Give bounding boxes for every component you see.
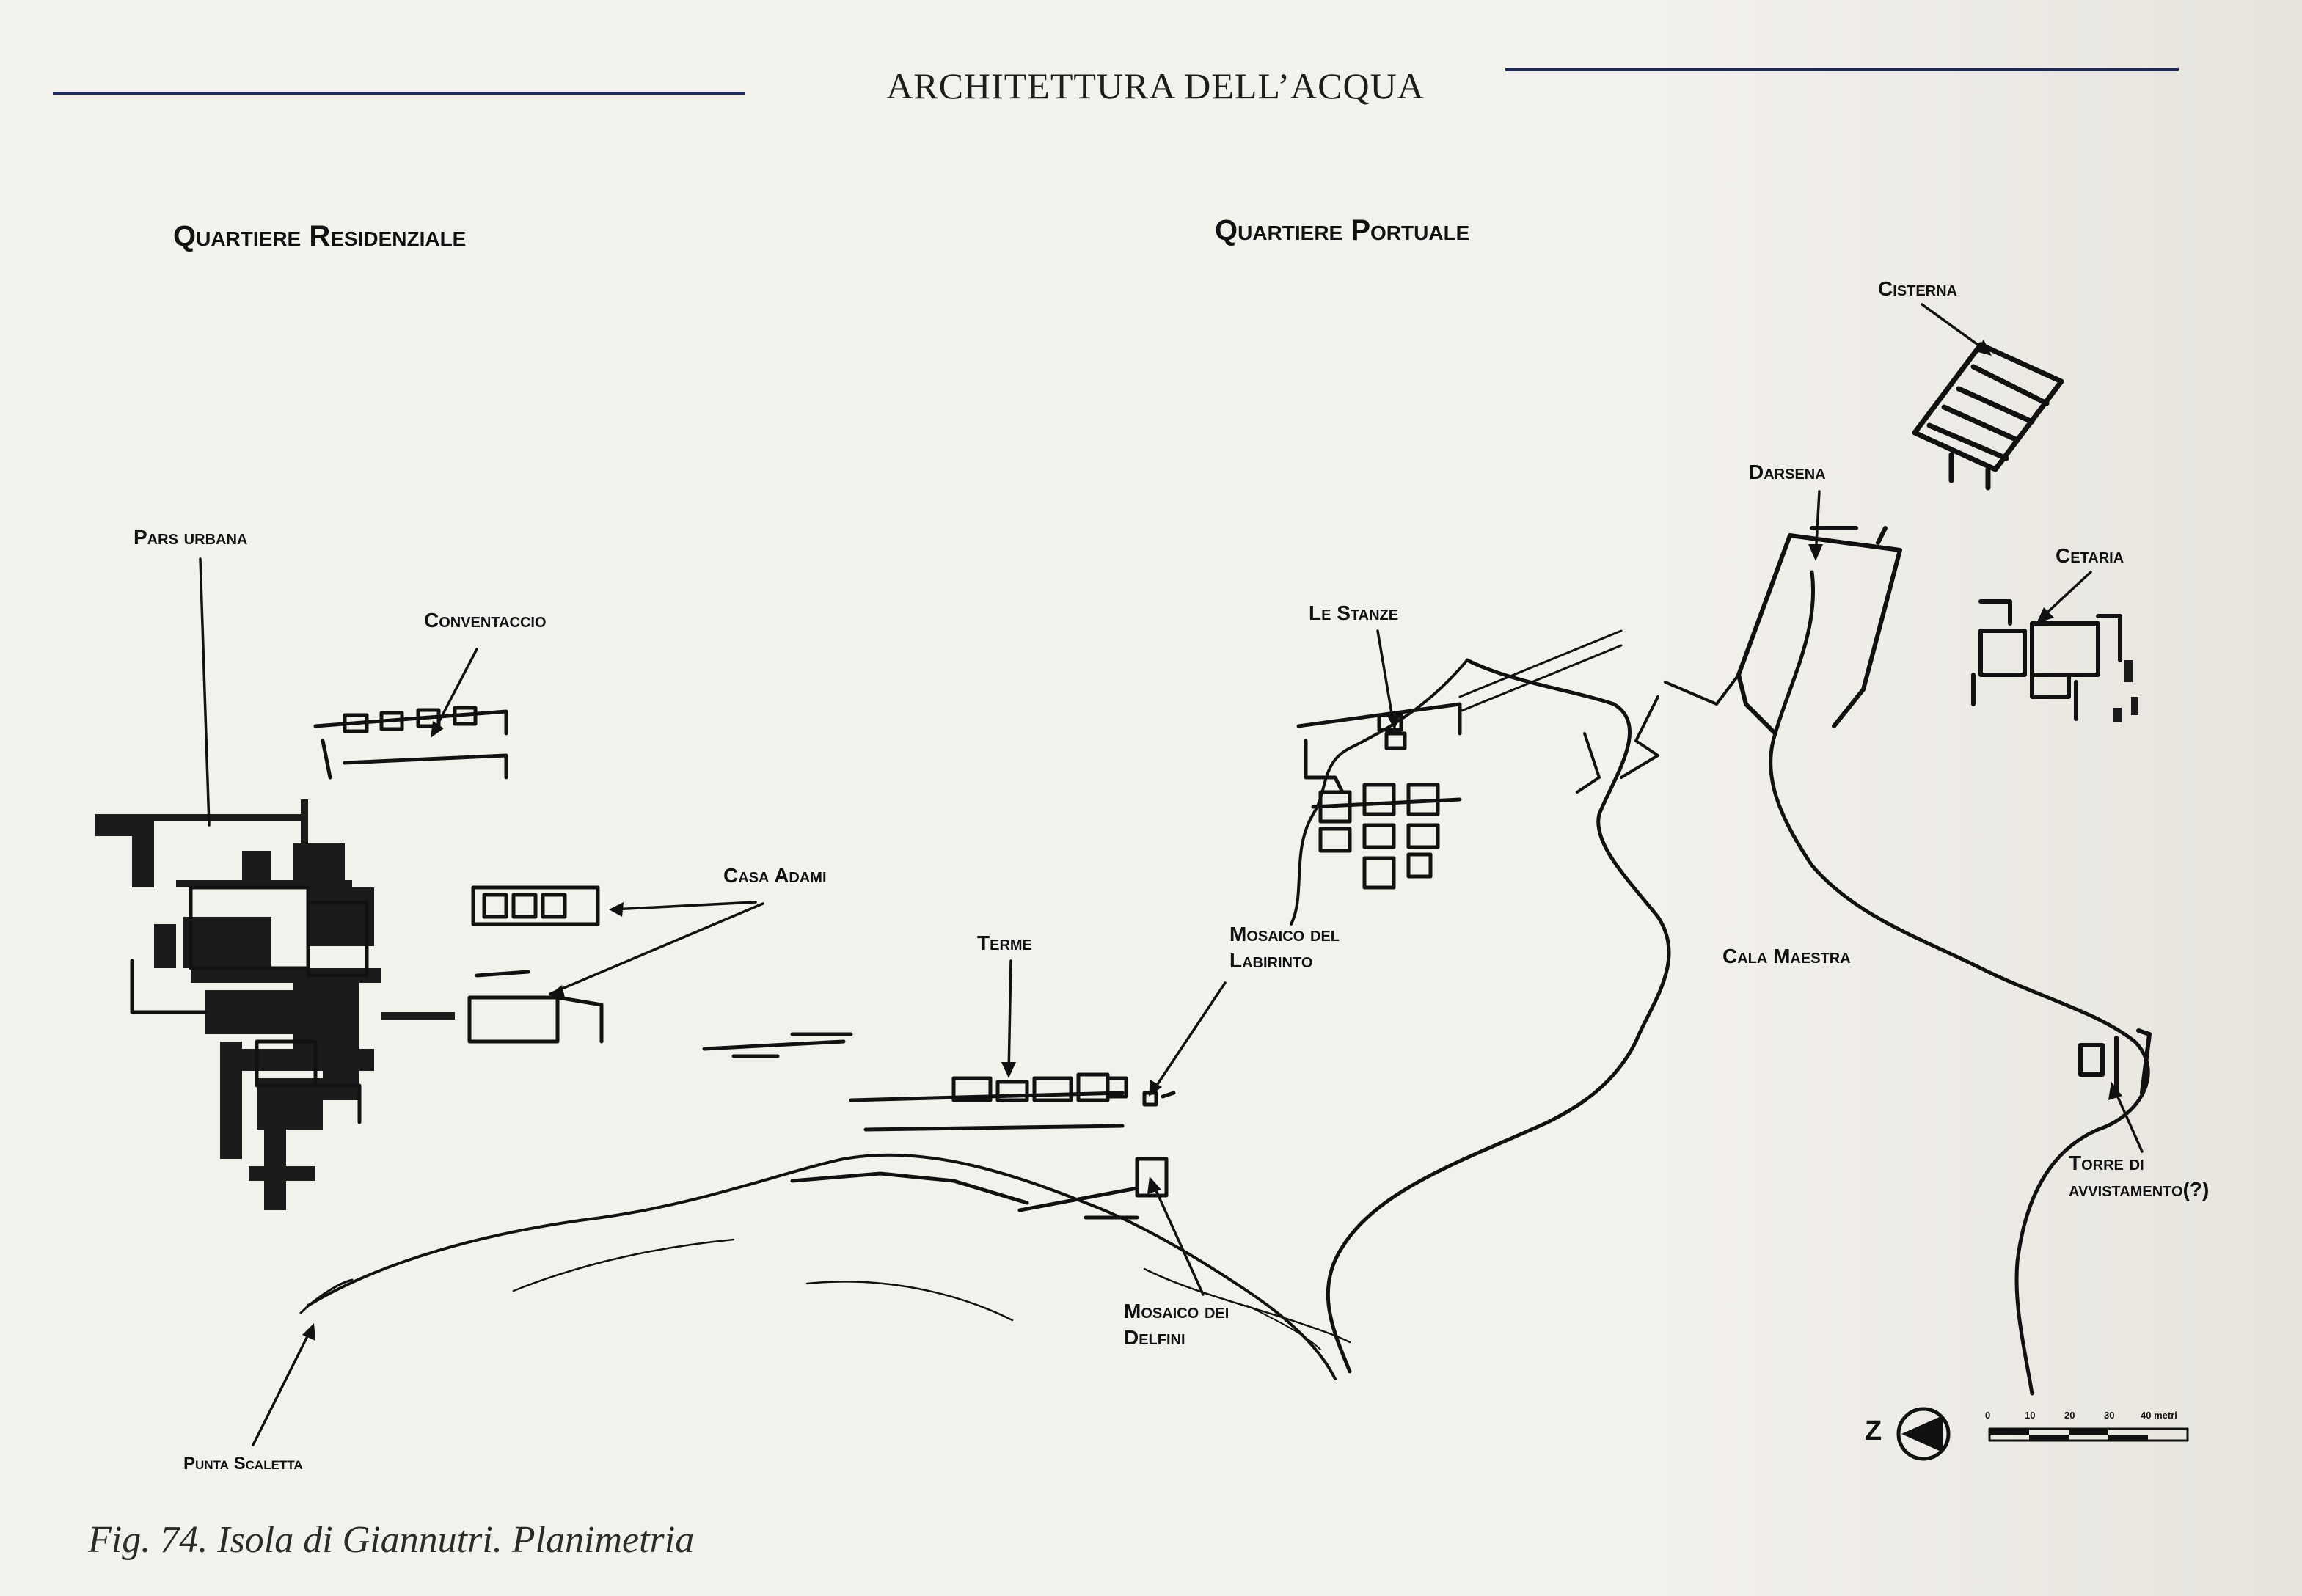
coastline-south [307,1153,1337,1380]
cetaria-plan [1971,599,2122,721]
leader-casa-adami-1 [611,901,757,911]
label-casa-adami: Casa Adami [723,864,827,887]
coastline-delfini [1143,1267,1351,1344]
leader-casa-adami-2 [549,902,764,995]
arrow-conventaccio [431,721,444,738]
arrow-cetaria [2036,607,2054,623]
label-mosaico-delfini: Mosaico dei Delfini [1124,1298,1229,1351]
scale-tick-40: 40 metri [2141,1410,2177,1421]
conventaccio-plan [313,706,508,780]
coastline-bay [1769,570,2150,1396]
terme-plan [849,1072,1176,1132]
leader-pars-urbana [199,557,211,827]
section-quartiere-residenziale: Quartiere Residenziale [173,220,467,252]
header-rule-left [53,92,745,95]
arrow-darsena [1808,544,1823,561]
leader-mosaico-labirinto [1150,981,1227,1094]
arrow-terme [1001,1062,1016,1078]
scale-tick-30: 30 [2104,1410,2115,1421]
label-darsena: Darsena [1749,461,1826,483]
casa-adami-plan [467,885,853,1058]
scale-bar-segment-3 [2029,1435,2069,1441]
label-cisterna: Cisterna [1878,277,1958,300]
cisterna-plan [1912,342,2064,491]
label-mosaico-labirinto-line-1: Mosaico del [1229,923,1340,945]
page-shadow [1642,0,2302,1596]
compass-needle [1901,1416,1943,1452]
label-pars-urbana: Pars urbana [134,526,248,549]
arrow-punta-scaletta [302,1323,315,1341]
label-torre-line-1: Torre di [2069,1152,2144,1174]
leader-cisterna [1921,303,1989,354]
scale-bar [1988,1427,2189,1442]
label-conventaccio: Conventaccio [424,609,547,632]
leader-le-stanze [1376,629,1395,728]
leader-arrowheads [302,340,2122,1341]
scale-bar-segment-4 [2108,1435,2148,1441]
arrow-cisterna [1976,340,1992,356]
page-header-title: ARCHITETTURA DELL’ACQUA [886,65,1425,106]
label-torre-line-2: avvistamento(?) [2069,1178,2210,1201]
compass-ring [1896,1407,1951,1461]
arrow-casa-adami-2 [549,985,565,997]
leader-mosaico-delfini [1150,1179,1205,1296]
arrow-le-stanze [1386,713,1401,730]
compass [1896,1407,1951,1461]
torre-plan [2078,1028,2152,1095]
arrow-torre [2108,1082,2122,1100]
label-terme: Terme [977,931,1032,954]
label-mosaico-labirinto-line-2: Labirinto [1229,949,1313,972]
le-stanze-plan [1296,629,1623,890]
header-rule-right [1505,68,2179,71]
figure-caption: Fig. 74. Isola di Giannutri. Planimetria [88,1519,695,1561]
cetaria-fragments [2113,660,2138,722]
label-cala-maestra: Cala Maestra [1722,945,1851,967]
coastline-south-inner-2 [805,1281,1014,1322]
coastline-east [1326,658,1671,1374]
leader-conventaccio [431,648,478,735]
leader-terme [1007,959,1012,1076]
label-punta-scaletta: Punta Scaletta [183,1454,303,1474]
coastline-punta [299,1278,354,1314]
scale-bar-segment-2 [2069,1429,2108,1435]
scale-tick-20: 20 [2064,1410,2075,1421]
arrow-casa-adami-1 [609,902,624,917]
label-cetaria: Cetaria [2056,544,2124,567]
label-mosaico-delfini-line-1: Mosaico dei [1124,1300,1229,1322]
mosaico-delfini-plan [790,1157,1169,1220]
pars-urbana-walls [130,885,369,1124]
scale-tick-10: 10 [2025,1410,2036,1421]
leader-lines [199,303,2144,1446]
coastline-south-inner [512,1238,735,1292]
label-le-stanze: Le Stanze [1309,601,1399,624]
scale-bar-segment-1 [1989,1429,2029,1435]
label-mosaico-labirinto: Mosaico del Labirinto [1229,921,1340,974]
label-mosaico-delfini-line-2: Delfini [1124,1326,1185,1349]
arrow-mosaico-delfini [1147,1176,1161,1194]
compass-north-letter: Z [1865,1416,1882,1446]
section-quartiere-portuale: Quartiere Portuale [1215,214,1470,246]
leader-punta-scaletta [252,1326,313,1446]
arrow-mosaico-labirinto [1149,1080,1162,1097]
coastline-west [1290,659,1469,926]
coastline-shore-cut [1246,1305,1321,1350]
pars-urbana-plan [95,799,455,1210]
darsena-plan [1576,526,1902,794]
label-torre-di-avvistamento: Torre di avvistamento(?) [2069,1150,2209,1203]
scale-tick-0: 0 [1985,1410,1991,1421]
